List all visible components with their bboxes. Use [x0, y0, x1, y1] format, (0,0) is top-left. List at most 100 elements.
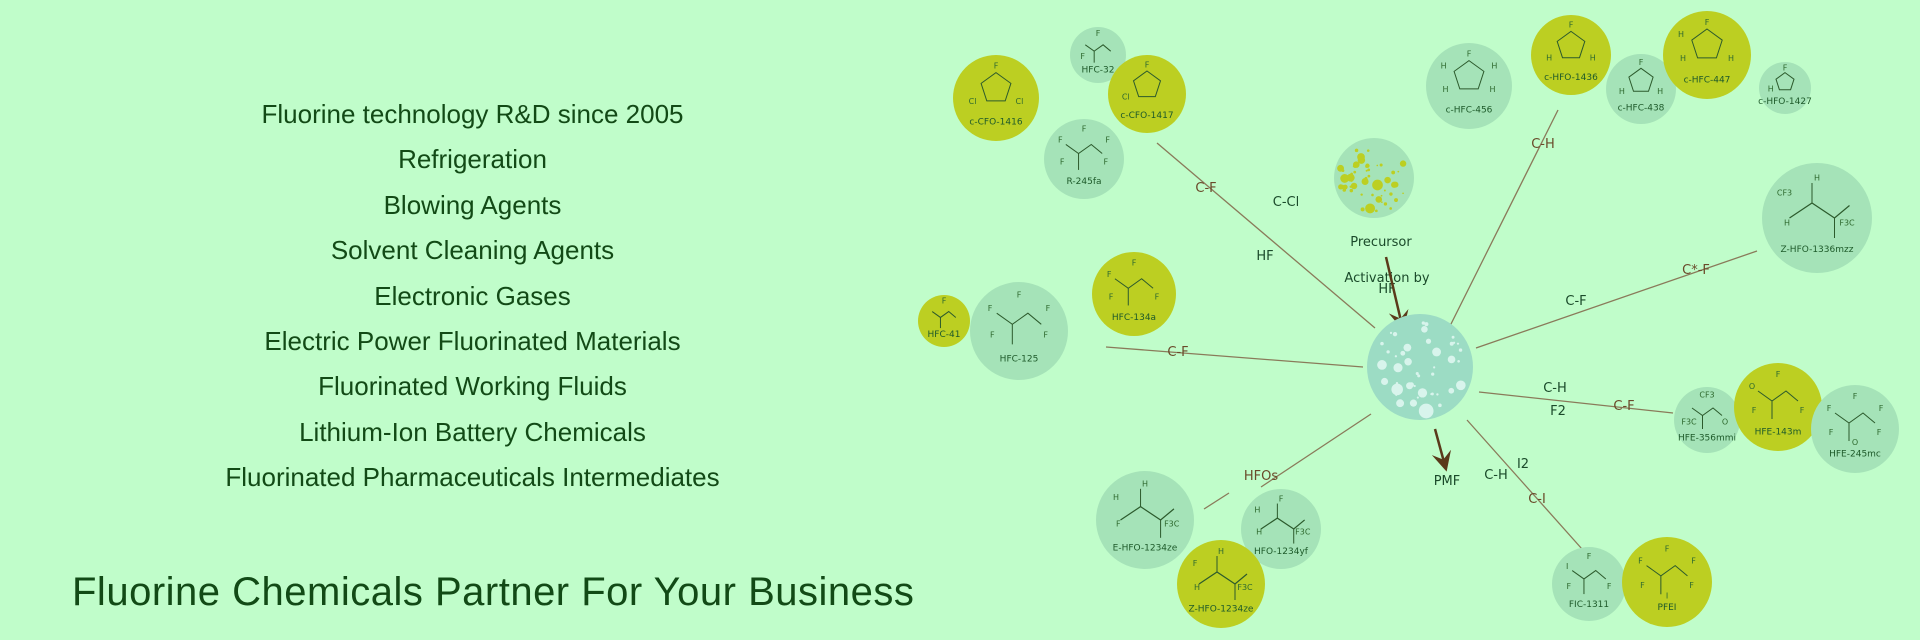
alkene-structure	[1260, 517, 1306, 530]
atom-label: F	[1080, 52, 1085, 61]
atom-label: F	[1587, 552, 1592, 561]
atom-label: I	[1666, 591, 1668, 600]
hub-dot	[1456, 380, 1466, 391]
bond-label: C-F	[1167, 345, 1188, 360]
atom-label: F	[1853, 392, 1858, 401]
hub-dot	[1452, 341, 1456, 344]
atom-label: H	[1784, 219, 1790, 228]
molecule-circle	[1070, 27, 1126, 83]
ring-structure	[1775, 71, 1795, 91]
atom-label: F	[1639, 58, 1644, 67]
molecule-circle	[1241, 489, 1321, 569]
hub-dot	[1458, 348, 1463, 352]
molecule-label: R-245fa	[1067, 177, 1102, 187]
atom-label: F	[1569, 21, 1574, 30]
service-item: Fluorinated Pharmaceuticals Intermediate…	[225, 462, 720, 493]
atom-label: F	[1082, 125, 1087, 134]
precursor-dot	[1338, 184, 1344, 190]
molecule-node: FHc-HFO-1427	[1758, 62, 1812, 114]
hub-dot	[1457, 359, 1460, 363]
molecule-circle	[1092, 252, 1176, 336]
molecule-label: HFC-41	[928, 330, 961, 340]
bond-label: C-H	[1543, 381, 1567, 396]
atom-label: F	[1193, 559, 1198, 568]
alkene-structure	[1198, 571, 1248, 585]
service-item: Solvent Cleaning Agents	[330, 235, 615, 266]
hub-dot	[1391, 383, 1403, 396]
atom-label: Cl	[969, 97, 977, 106]
hub-dot	[1380, 341, 1384, 346]
molecule-circle	[970, 282, 1068, 380]
chain-structure	[1646, 565, 1688, 577]
molecule-circle	[1552, 547, 1626, 621]
hub-dot	[1394, 355, 1398, 358]
precursor-dot	[1365, 169, 1368, 172]
molecule-circle	[1811, 385, 1899, 473]
hub-dot	[1421, 321, 1426, 325]
precursor-dot	[1337, 164, 1344, 172]
atom-label: F	[1689, 581, 1694, 590]
atom-label: F	[1691, 557, 1696, 566]
product-label: PMF	[1434, 474, 1461, 489]
molecule-label: c-HFC-438	[1618, 104, 1665, 114]
atom-label: H	[1256, 527, 1262, 536]
atom-label: F	[1638, 557, 1643, 566]
service-item: Electronic Gases	[374, 280, 571, 311]
molecule-label: c-CFO-1417	[1120, 111, 1173, 121]
atom-label: H	[1657, 87, 1663, 96]
atom-label: F	[942, 296, 947, 305]
atom-label: H	[1443, 85, 1449, 94]
bond-label: HFOs	[1244, 469, 1278, 484]
molecule-label: c-CFO-1416	[969, 118, 1022, 128]
hub-dot	[1431, 372, 1435, 376]
chain-structure	[931, 310, 957, 319]
hub-dot	[1447, 355, 1456, 364]
atom-label: F	[1567, 582, 1572, 591]
precursor-dot	[1360, 207, 1365, 212]
molecule-label: HFE-143m	[1755, 427, 1802, 437]
precursor-dot	[1369, 211, 1372, 213]
bond-label: C-F	[1613, 399, 1634, 414]
molecule-circle	[1044, 119, 1124, 199]
precursor-dot	[1389, 192, 1393, 196]
atom-label: F	[1800, 406, 1805, 415]
hub-dot	[1404, 358, 1412, 366]
molecule-circle	[918, 295, 970, 347]
atom-label: O	[1852, 438, 1858, 447]
hub-dot	[1416, 396, 1419, 399]
hub-dot	[1436, 393, 1439, 396]
atom-label: F	[1640, 581, 1645, 590]
atom-label: H	[1491, 61, 1497, 70]
atom-label: F	[1116, 520, 1121, 529]
precursor-label: Precursor	[1350, 235, 1412, 250]
molecule-circle	[1108, 55, 1186, 133]
precursor-dot	[1366, 149, 1370, 152]
precursor-dot	[1365, 165, 1368, 168]
precursor-dot	[1391, 181, 1398, 188]
alkene-structure	[1120, 505, 1175, 521]
precursor-dot	[1374, 209, 1378, 213]
precursor-dot	[1376, 183, 1379, 185]
precursor-dot	[1353, 170, 1357, 174]
ring-structure	[1132, 70, 1162, 98]
precursor-circle	[1334, 138, 1414, 218]
atom-label: O	[1749, 382, 1755, 391]
atom-label: F	[1132, 258, 1137, 267]
hub-dot	[1396, 399, 1405, 408]
connector-line	[1156, 142, 1376, 329]
connector-line	[1478, 391, 1674, 414]
atom-label: F	[1017, 291, 1022, 300]
chain-structure	[1084, 44, 1112, 52]
molecule-label: HFE-245mc	[1829, 449, 1881, 459]
precursor-dot	[1384, 176, 1391, 184]
atom-label: F3C	[1839, 219, 1855, 228]
molecule-label: HFC-134a	[1112, 313, 1156, 323]
atom-label: F	[1783, 63, 1788, 72]
atom-label: H	[1441, 61, 1447, 70]
atom-label: F3C	[1237, 583, 1253, 592]
